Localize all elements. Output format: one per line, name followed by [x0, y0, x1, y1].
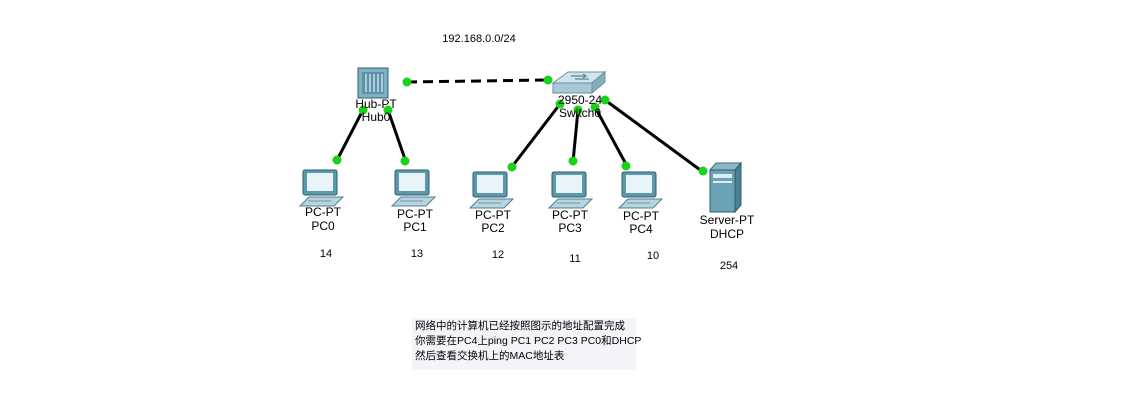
- link-hub-switch[interactable]: [406, 78, 549, 84]
- switch-name-label: Switch0: [558, 106, 602, 120]
- server-model-label: Server-PT: [699, 213, 755, 227]
- pc0-icon[interactable]: [298, 169, 345, 207]
- server-ip-label: 254: [719, 260, 739, 272]
- pc4-name-label: PC4: [629, 222, 653, 236]
- pc1-ip-label: 13: [410, 248, 424, 260]
- pc2-name-label: PC2: [481, 221, 505, 235]
- link-switch-pc2[interactable]: [509, 103, 562, 169]
- pc2-ip-label: 12: [491, 249, 505, 261]
- pc0-ip-label: 14: [319, 248, 333, 260]
- link-switch-server[interactable]: [604, 98, 704, 174]
- hub-icon[interactable]: [357, 67, 389, 99]
- pc3-model-label: PC-PT: [552, 208, 588, 222]
- switch-model-label: 2950-24: [557, 93, 603, 107]
- hub-model-label: Hub-PT: [355, 97, 397, 111]
- links: [334, 78, 704, 174]
- pc2-model-label: PC-PT: [475, 208, 511, 222]
- instruction-note[interactable]: 网络中的计算机已经按照图示的地址配置完成 你需要在PC4上ping PC1 PC…: [412, 318, 642, 370]
- note-line-1: 网络中的计算机已经按照图示的地址配置完成: [415, 320, 625, 332]
- hub-name-label: Hub0: [361, 110, 391, 124]
- pc3-ip-label: 11: [569, 253, 581, 265]
- network-address-label: 192.168.0.0/24: [442, 33, 516, 45]
- link-switch-pc3[interactable]: [571, 109, 580, 163]
- server-icon[interactable]: [708, 161, 743, 214]
- pc4-model-label: PC-PT: [623, 209, 659, 223]
- pc1-icon[interactable]: [390, 169, 437, 207]
- server-name-label: DHCP: [709, 227, 745, 241]
- port-lights: [332, 75, 708, 176]
- pc4-icon[interactable]: [617, 171, 664, 209]
- pc3-icon[interactable]: [547, 171, 594, 209]
- pc2-icon[interactable]: [468, 171, 515, 209]
- link-hub-pc1[interactable]: [386, 109, 408, 163]
- link-hub-pc0[interactable]: [334, 109, 365, 163]
- link-switch-pc4[interactable]: [593, 106, 629, 167]
- pc4-ip-label: 10: [646, 250, 660, 262]
- switch-icon[interactable]: [551, 70, 607, 95]
- pc1-name-label: PC1: [403, 220, 427, 234]
- pc0-name-label: PC0: [311, 219, 335, 233]
- pc1-model-label: PC-PT: [397, 207, 433, 221]
- pc0-model-label: PC-PT: [305, 205, 341, 219]
- note-line-2: 你需要在PC4上ping PC1 PC2 PC3 PC0和DHCP: [415, 335, 642, 347]
- note-line-3: 然后查看交换机上的MAC地址表: [415, 350, 565, 362]
- pc3-name-label: PC3: [558, 221, 582, 235]
